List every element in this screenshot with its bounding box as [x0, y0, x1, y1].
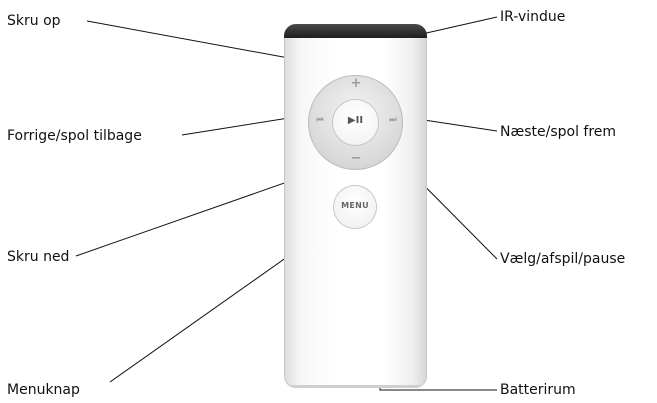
previous-button[interactable]: ⏮	[316, 115, 323, 124]
navigation-ring: + − ⏮ ⏭ ▶II	[308, 75, 403, 170]
play-pause-button[interactable]: ▶II	[333, 100, 378, 145]
leader-line-ir-window	[421, 16, 498, 35]
label-select: Vælg/afspil/pause	[500, 251, 626, 267]
label-volume-up: Skru op	[7, 13, 61, 29]
next-button[interactable]: ⏭	[389, 115, 396, 124]
label-next: Næste/spol frem	[500, 124, 617, 140]
play-pause-icon: ▶II	[347, 115, 364, 126]
volume-down-button[interactable]: −	[350, 151, 362, 166]
menu-button-label: MENU	[341, 201, 369, 210]
label-menu: Menuknap	[7, 382, 80, 398]
label-battery: Batterirum	[500, 382, 576, 398]
apple-remote: + − ⏮ ⏭ ▶II MENU	[284, 24, 427, 388]
ir-window	[284, 24, 427, 38]
leader-line-previous	[181, 116, 296, 136]
label-volume-down: Skru ned	[7, 249, 70, 265]
battery-compartment	[284, 385, 427, 388]
volume-up-button[interactable]: +	[350, 76, 362, 91]
label-ir-window: IR-vindue	[500, 9, 566, 25]
menu-button[interactable]: MENU	[334, 186, 376, 228]
label-previous: Forrige/spol tilbage	[7, 128, 142, 144]
